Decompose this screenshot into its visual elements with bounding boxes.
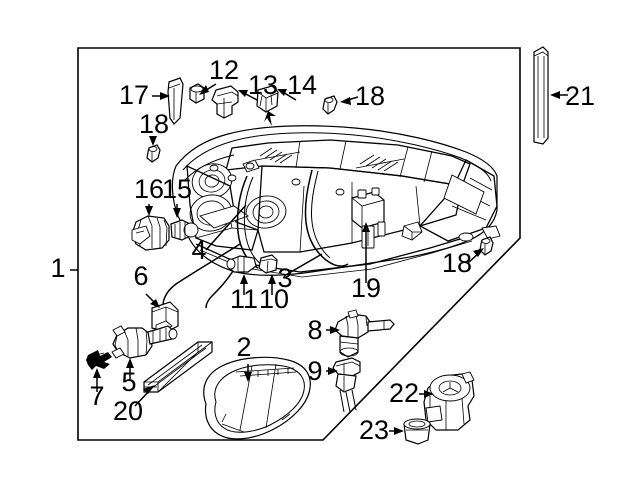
callout-number-23: 23 [359,415,389,445]
callout-number-18-a: 18 [139,109,169,139]
part-18-push-pin-clip-c [479,236,494,256]
callout-number-22: 22 [389,378,419,408]
callout-number-8: 8 [307,315,322,345]
callout-number-12: 12 [209,55,239,85]
callout-number-6: 6 [133,261,148,291]
callout-number-2: 2 [236,332,251,362]
callout-number-7: 7 [89,381,104,411]
callout-number-16: 16 [134,174,164,204]
callout-number-4: 4 [191,235,206,265]
vent-ribs-right [355,154,405,172]
part-16-turn-signal-socket [131,215,170,251]
callout-number-13: 13 [248,70,278,100]
part-5-halogen-bulb [111,325,178,359]
callout-number-14: 14 [287,70,317,100]
part-8-adjuster-motor [334,309,395,358]
part-20-lens-seal-strip [143,341,213,393]
callout-number-18-c: 18 [442,248,472,278]
callout-number-20: 20 [113,396,143,426]
callout-number-9: 9 [307,356,322,386]
part-17-alignment-pin [167,77,184,125]
part-18-push-pin-clip-b [322,95,338,115]
callout-number-1: 1 [50,253,65,283]
part-9-level-sensor-connector [332,357,361,413]
part-10-grommet-cap [258,254,278,274]
part-14-bushing-insert [256,85,279,126]
part-21-trim-molding-strip [533,46,549,145]
callout-number-5: 5 [121,367,136,397]
callout-labels: 1 2 3 4 5 6 7 8 9 10 11 12 13 14 15 16 1… [50,55,595,445]
part-23-sealing-cap [403,418,431,445]
callout-number-21: 21 [565,81,595,111]
part-7-retaining-spring-clip [86,350,112,370]
callout-number-17: 17 [119,80,149,110]
callout-number-10: 10 [259,284,289,314]
part-15-parking-lamp-bulb [170,219,199,241]
callout-number-18-b: 18 [355,81,385,111]
headlamp-housing-assembly [162,125,501,309]
callout-number-11: 11 [230,284,258,314]
diagram-frame [77,47,521,441]
callout-number-19: 19 [351,273,381,303]
part-13-mounting-grommet [211,85,239,119]
callout-number-15: 15 [162,174,192,204]
part-18-push-pin-clip-a [146,144,161,163]
part-11-bulb-socket-small [226,255,257,273]
leader-lines [93,83,568,435]
part-12-retainer-clip [189,83,205,104]
vent-ribs-left [255,147,301,164]
callout-number-3: 3 [277,263,292,293]
part-2-lens-gasket-seal [203,356,311,440]
part-22-leveling-motor [423,371,475,431]
